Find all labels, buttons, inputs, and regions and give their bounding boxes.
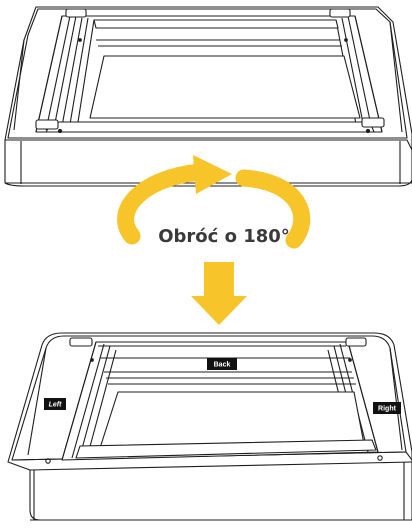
top-enclosure [4, 6, 412, 187]
tag-left: Left [44, 398, 66, 410]
rotate-instruction-label: Obróć o 180° [158, 226, 290, 247]
down-arrow-icon [191, 262, 247, 325]
tag-back: Back [207, 358, 237, 370]
tag-back-label: Back [214, 362, 231, 369]
bottom-enclosure [7, 332, 412, 521]
rotate-arrowhead-icon [193, 155, 232, 194]
tag-right-label: Right [378, 406, 397, 413]
tag-right: Right [373, 402, 401, 414]
curved-rotate-arrows-icon [117, 163, 311, 249]
tag-left-label: Left [49, 402, 63, 409]
